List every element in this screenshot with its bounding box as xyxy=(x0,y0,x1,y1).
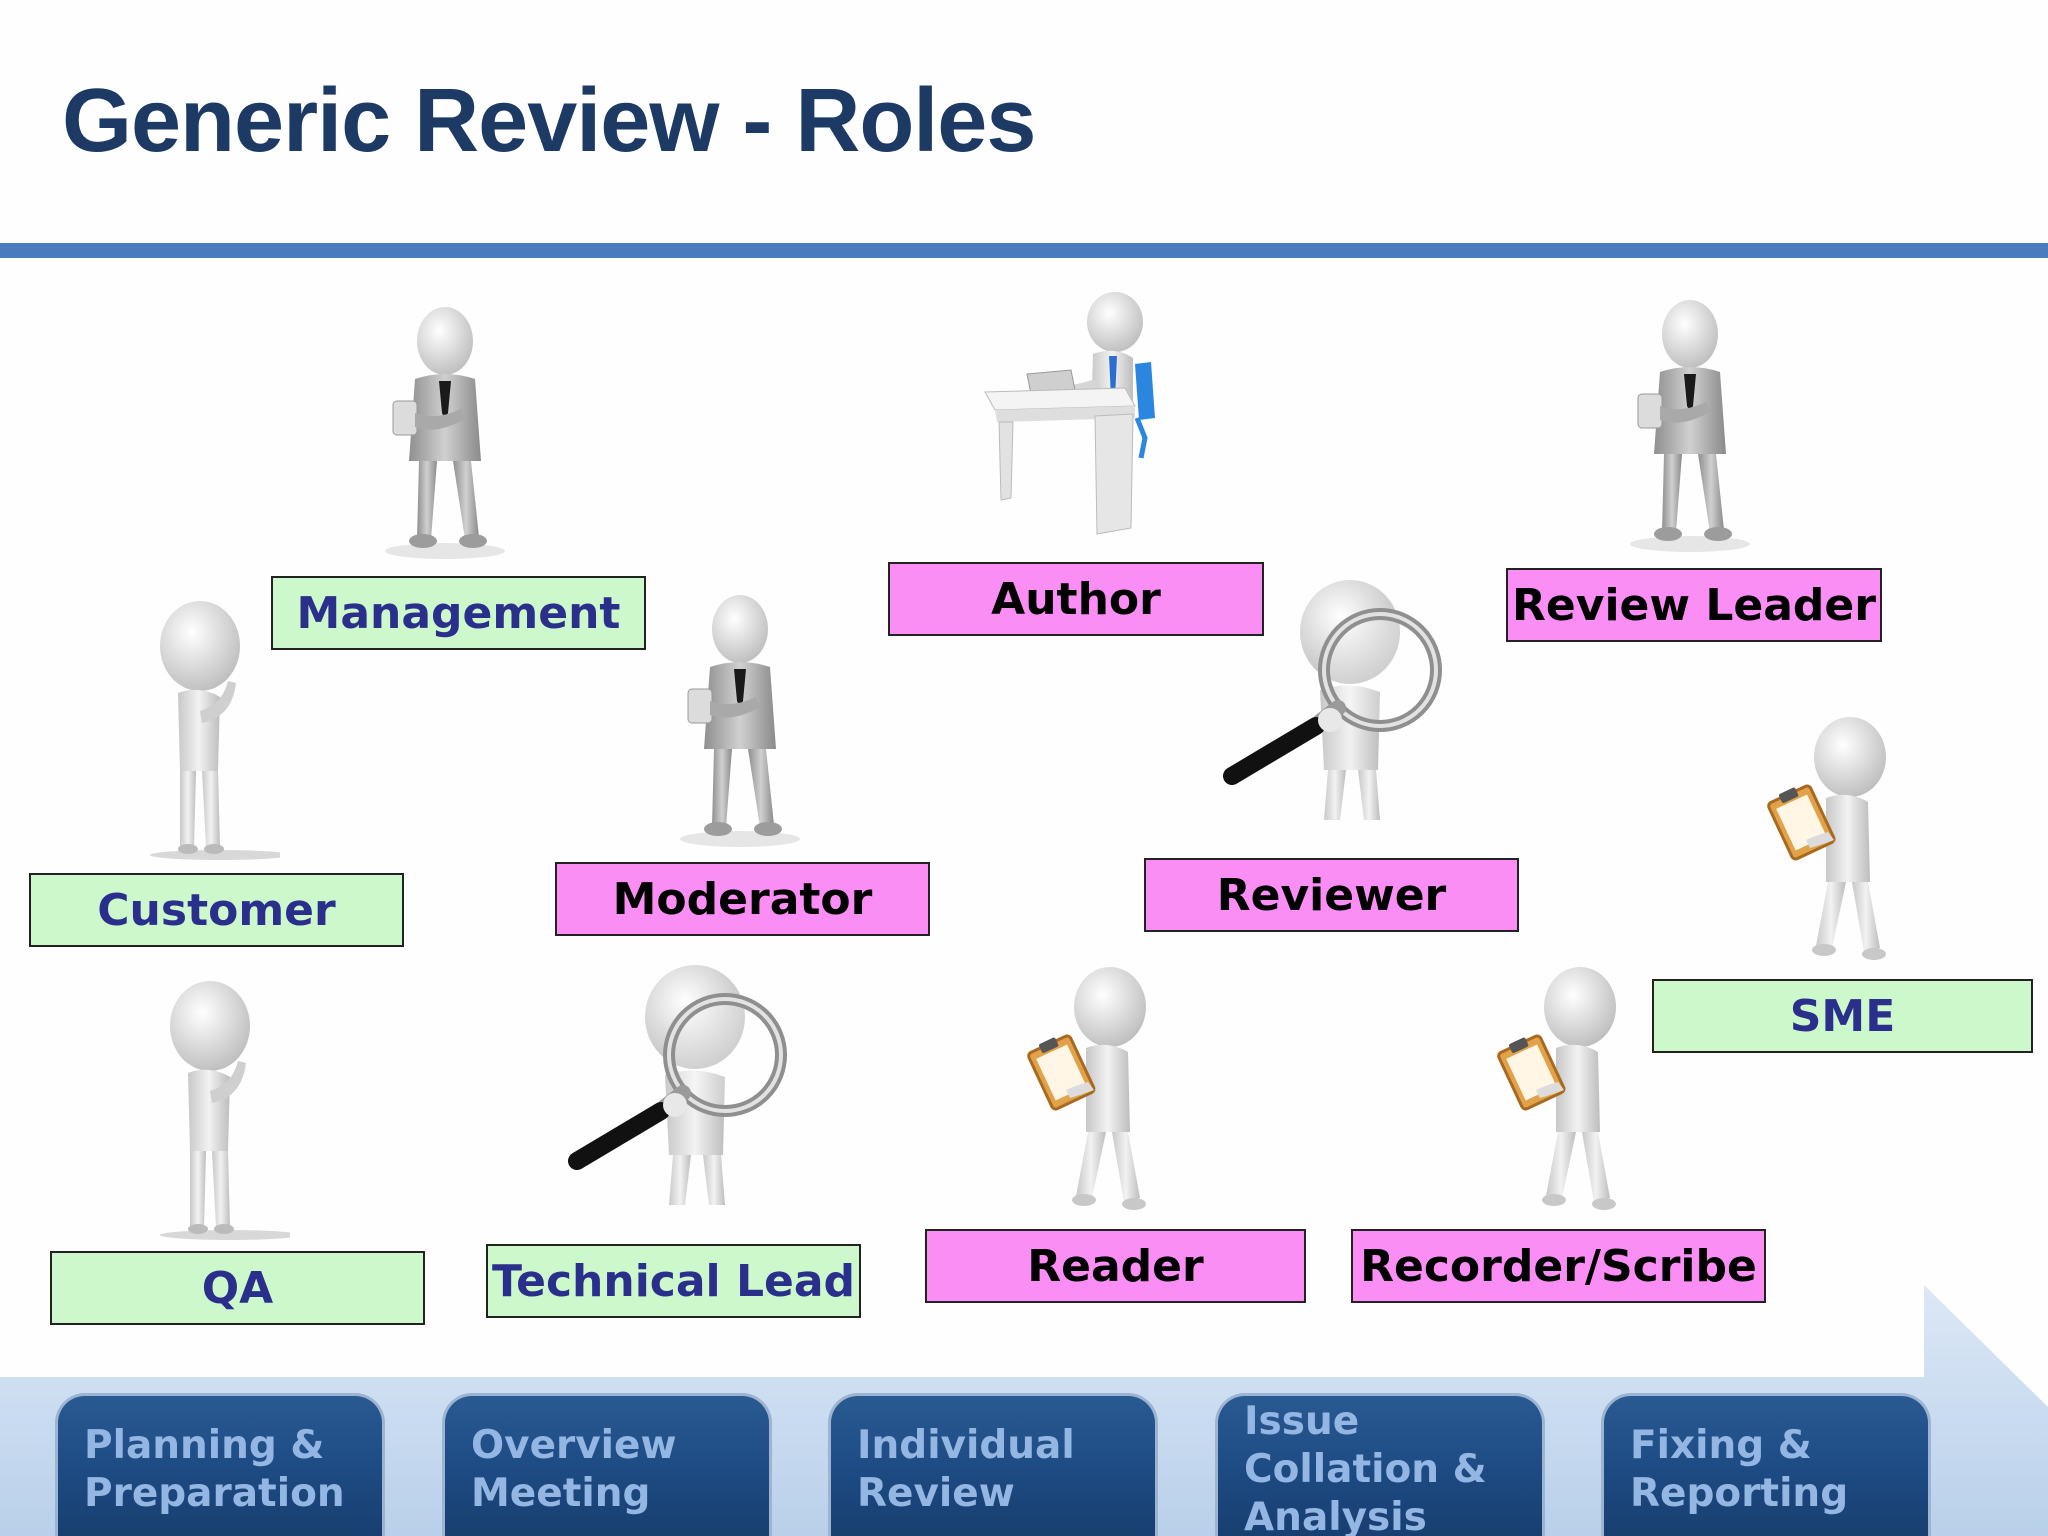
clipboard-figure-icon xyxy=(1740,712,1920,972)
step-label-line: Analysis xyxy=(1244,1495,1427,1536)
businessman-figure-icon xyxy=(375,300,515,562)
role-management: Management xyxy=(271,576,646,650)
role-author: Author xyxy=(888,562,1264,636)
process-step-planning-preparation[interactable]: Planning & Preparation xyxy=(55,1393,385,1536)
magnifying-glass-figure-icon xyxy=(565,965,805,1215)
role-moderator: Moderator xyxy=(555,862,930,936)
step-label-line: Planning & xyxy=(84,1423,325,1468)
step-label-line: Review xyxy=(857,1471,1015,1516)
role-technical-lead: Technical Lead xyxy=(486,1244,861,1318)
role-review-leader: Review Leader xyxy=(1506,568,1882,642)
process-step-overview-meeting[interactable]: Overview Meeting xyxy=(442,1393,772,1536)
role-reviewer: Reviewer xyxy=(1144,858,1519,932)
step-label-line: Overview xyxy=(471,1423,677,1468)
businessman-figure-icon xyxy=(1620,293,1760,555)
title-divider xyxy=(0,243,2048,258)
clipboard-figure-icon xyxy=(1000,962,1180,1222)
businessman-figure-icon xyxy=(670,588,810,850)
thinking-figure-icon xyxy=(140,600,280,862)
step-label-line: Reporting xyxy=(1630,1471,1849,1516)
step-label-line: Issue xyxy=(1244,1399,1360,1444)
step-label-line: Fixing & xyxy=(1630,1423,1812,1468)
thinking-figure-icon xyxy=(150,980,290,1242)
process-step-fixing-reporting[interactable]: Fixing & Reporting xyxy=(1601,1393,1931,1536)
step-label-line: Preparation xyxy=(84,1471,345,1516)
process-step-issue-collation-analysis[interactable]: Issue Collation & Analysis xyxy=(1215,1393,1545,1536)
role-sme: SME xyxy=(1652,979,2033,1053)
slide-title: Generic Review - Roles xyxy=(62,71,1036,171)
step-label-line: Meeting xyxy=(471,1471,651,1516)
process-step-individual-review[interactable]: Individual Review xyxy=(828,1393,1158,1536)
step-label-line: Collation & xyxy=(1244,1447,1487,1492)
clipboard-figure-icon xyxy=(1470,962,1650,1222)
person-at-desk-icon xyxy=(975,288,1175,538)
role-recorder-scribe: Recorder/Scribe xyxy=(1351,1229,1766,1303)
step-label-line: Individual xyxy=(857,1423,1075,1468)
role-qa: QA xyxy=(50,1251,425,1325)
role-reader: Reader xyxy=(925,1229,1306,1303)
role-customer: Customer xyxy=(29,873,404,947)
